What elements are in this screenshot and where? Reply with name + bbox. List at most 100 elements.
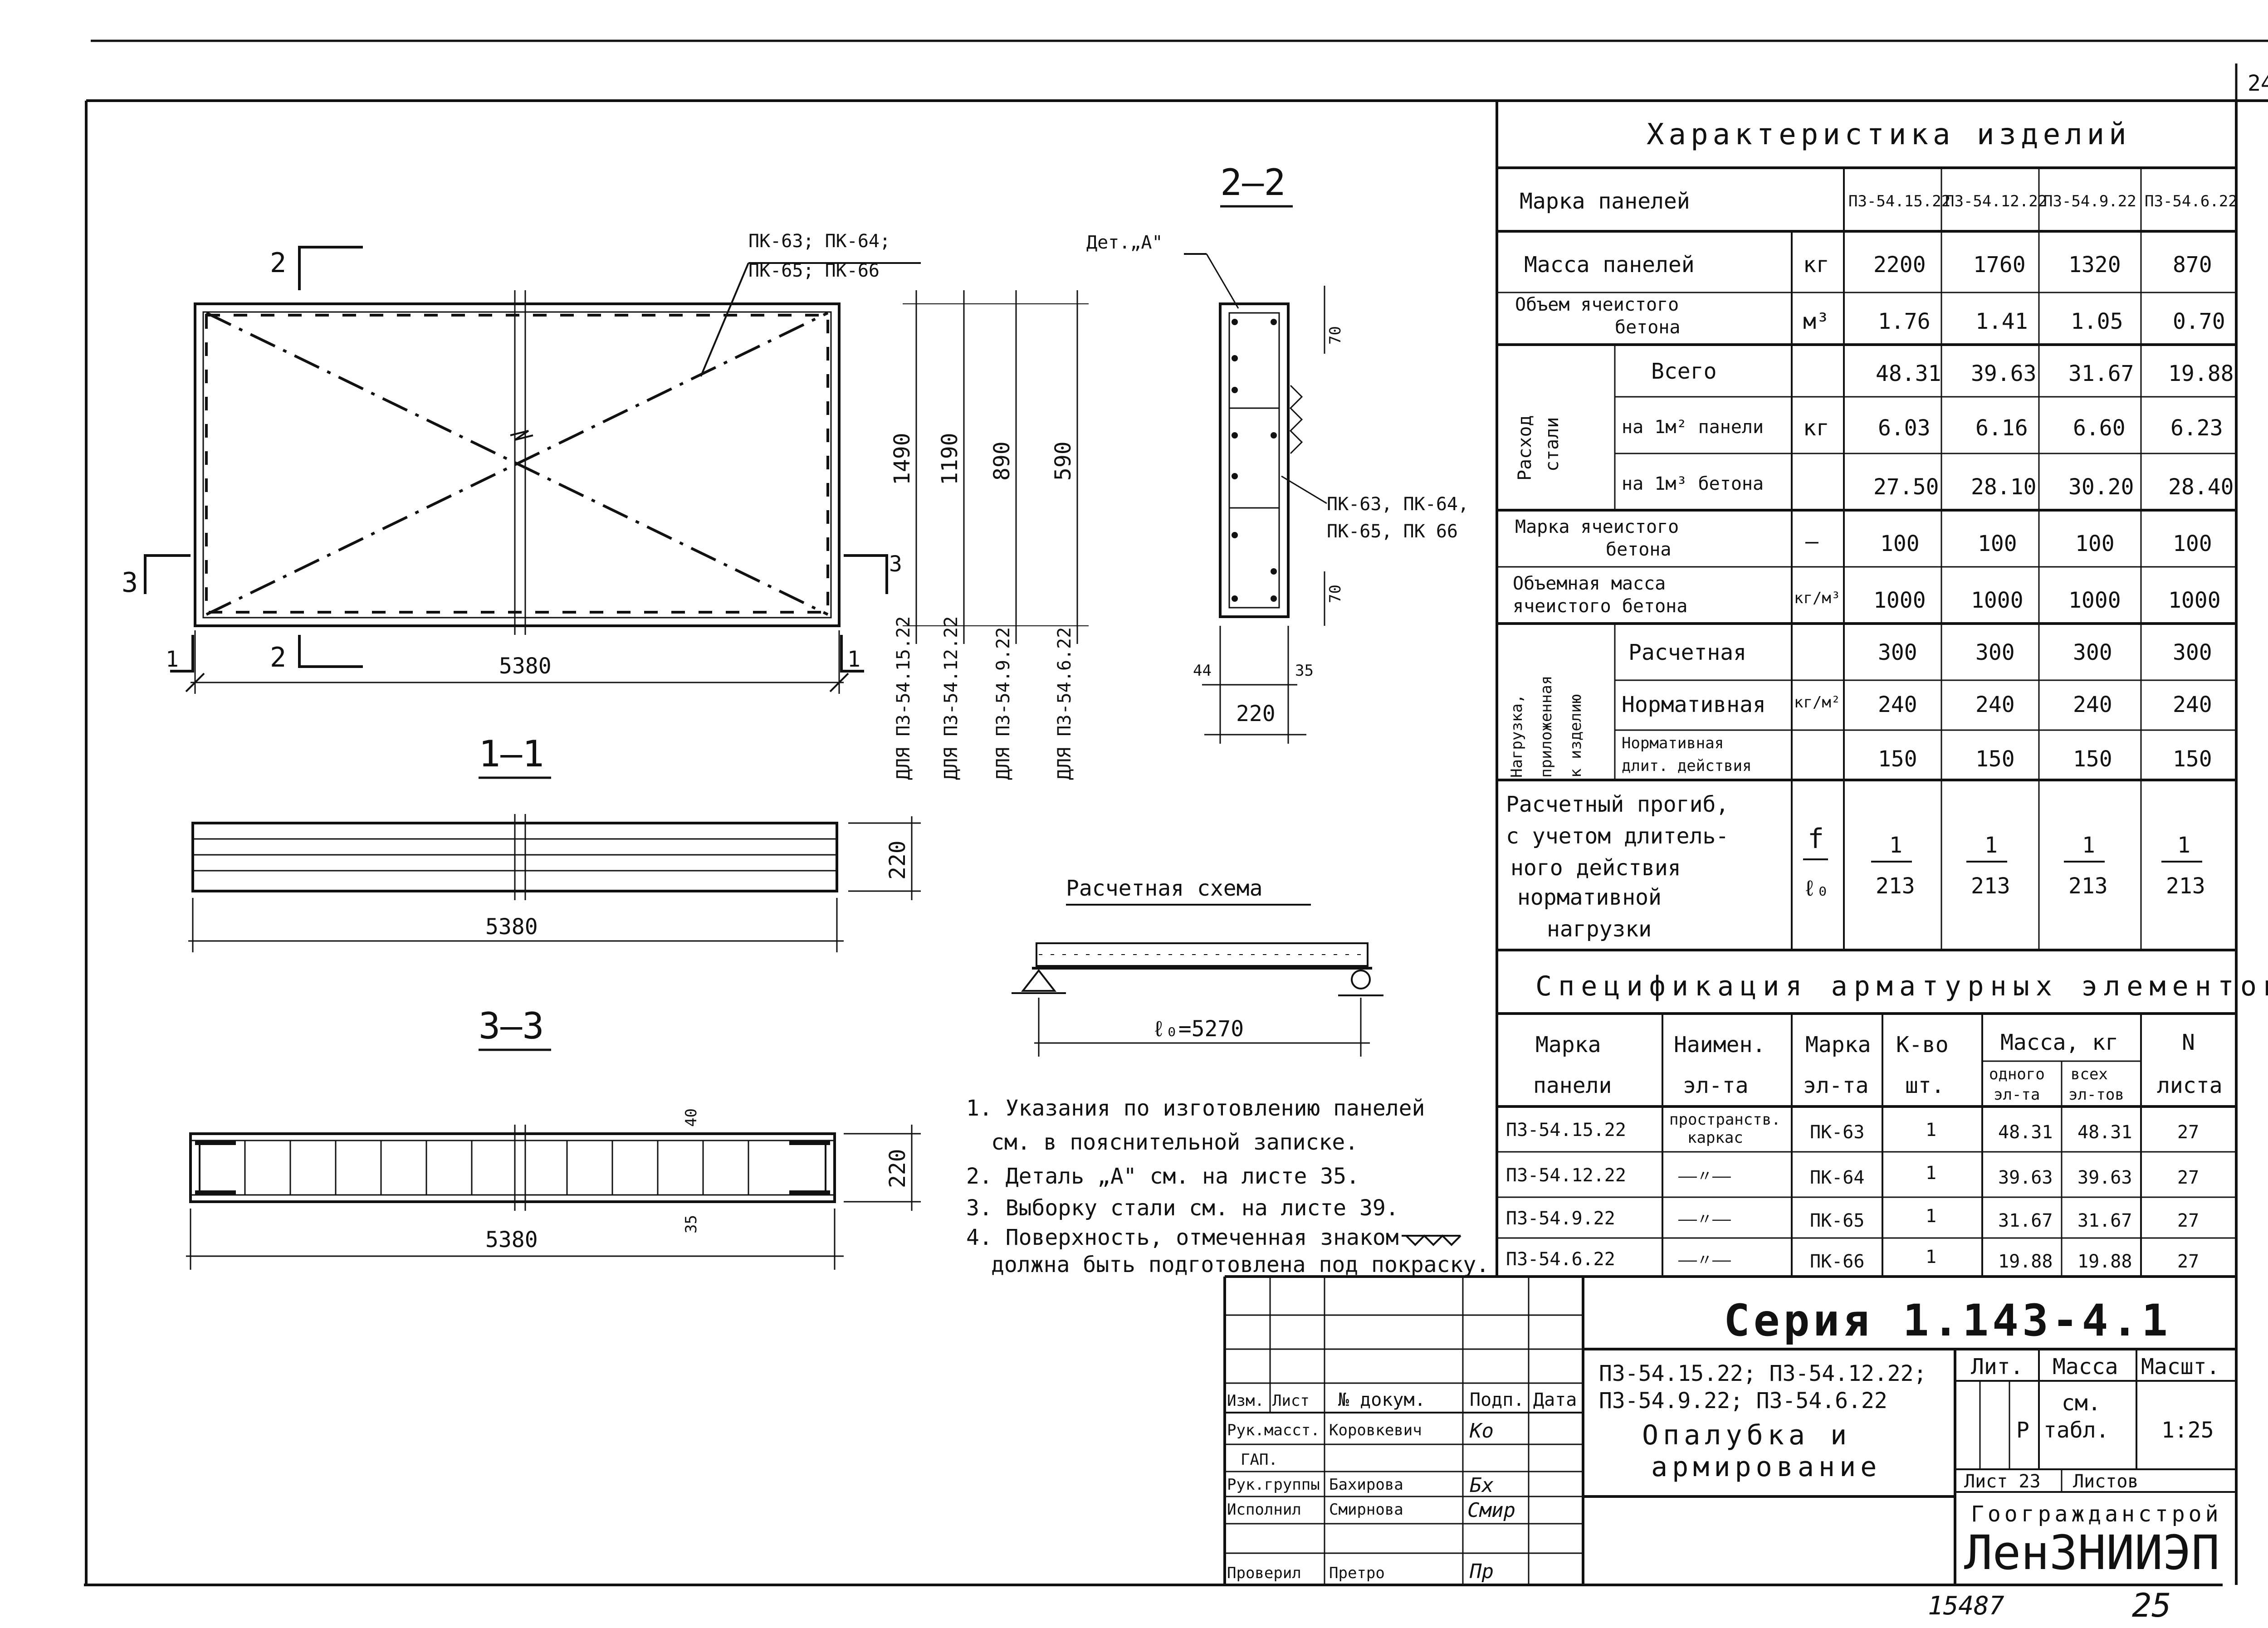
steel-m2-label: на 1м² панели bbox=[1622, 417, 1764, 438]
spec-row-mass-one: 48.31 bbox=[1998, 1122, 2053, 1143]
height-for-2: ДЛЯ ПЗ-54.12.22 bbox=[941, 616, 962, 780]
spec-row-name-1: пространств. bbox=[1669, 1111, 1781, 1129]
sec33-dim-35: 35 bbox=[682, 1215, 700, 1233]
volume-3: 1.05 bbox=[2071, 309, 2123, 334]
load-norm-1: 240 bbox=[1878, 692, 1917, 717]
sec22-dim-44: 44 bbox=[1193, 662, 1212, 680]
spec-row-sheet: 27 bbox=[2177, 1167, 2199, 1188]
density-label-2: ячеистого бетона bbox=[1513, 596, 1687, 617]
mass-2: 1760 bbox=[1973, 252, 2026, 278]
load-calc-4: 300 bbox=[2173, 640, 2212, 665]
note-line-2: см. в пояснительной записке. bbox=[991, 1130, 1358, 1155]
deflection-label-5: нагрузки bbox=[1547, 916, 1652, 942]
tb-column-headers: Изм. Лист № докум. Подп. Дата bbox=[1227, 1389, 1577, 1410]
tb-sheet-no: Лист 23 bbox=[1964, 1471, 2041, 1492]
mass-1: 2200 bbox=[1873, 252, 1926, 278]
sec11-length-dim: 5380 bbox=[485, 914, 538, 940]
concrete-mark-2: 100 bbox=[1978, 531, 2017, 556]
tb-scale-label: Масшт. bbox=[2141, 1354, 2219, 1379]
volume-4: 0.70 bbox=[2173, 309, 2225, 334]
sec22-dim-top: 70 bbox=[1326, 326, 1344, 345]
note-line-1: 1. Указания по изготовлению панелей bbox=[966, 1096, 1425, 1121]
sec22-dim-35: 35 bbox=[1295, 662, 1314, 680]
characteristics-title: Характеристика изделий bbox=[1647, 118, 2131, 151]
tb-col-list: Лист bbox=[1272, 1392, 1310, 1410]
tb-sheet-title-1: Опалубка и bbox=[1642, 1419, 1851, 1451]
tb-col-doc: № докум. bbox=[1338, 1389, 1426, 1410]
panel-mark-4: ПЗ-54.6.22 bbox=[2145, 192, 2238, 210]
page-number: 25 bbox=[2132, 1586, 2171, 1624]
concrete-mark-3: 100 bbox=[2075, 531, 2115, 556]
spec-row-mass-all: 31.67 bbox=[2077, 1210, 2132, 1231]
volume-label-2: бетона bbox=[1615, 317, 1681, 338]
tb-marks-line-2: ПЗ-54.9.22; ПЗ-54.6.22 bbox=[1599, 1388, 1887, 1414]
spec-row-element: ПК-64 bbox=[1810, 1167, 1864, 1188]
surface-mark-icon bbox=[1402, 1234, 1461, 1246]
steel-m3-1: 27.50 bbox=[1873, 474, 1939, 500]
spec-row-panel: ПЗ-54.9.22 bbox=[1506, 1208, 1615, 1229]
spec-h-qty-1: К-во bbox=[1896, 1032, 1949, 1058]
deflection-den-2: 213 bbox=[1971, 873, 2010, 899]
tb-org: Гоогражданстрой bbox=[1971, 1501, 2222, 1527]
spec-row-3: ПЗ-54.9.22 ——〃—— ПК-65 1 31.67 31.67 27 bbox=[1506, 1206, 2199, 1231]
spec-row-mass-one: 19.88 bbox=[1998, 1251, 2053, 1272]
section-2-2-drawing bbox=[1184, 253, 1327, 744]
spec-row-4: ПЗ-54.6.22 ——〃—— ПК-66 1 19.88 19.88 27 bbox=[1506, 1247, 2199, 1272]
mass-label: Масса панелей bbox=[1524, 252, 1695, 278]
density-2: 1000 bbox=[1971, 588, 2024, 613]
volume-2: 1.41 bbox=[1975, 309, 2028, 334]
tb-sign-5: Пр bbox=[1469, 1560, 1494, 1583]
tb-mass-value-2: табл. bbox=[2043, 1418, 2109, 1443]
spec-headers: Марка панели Наимен. эл-та Марка эл-та К… bbox=[1533, 1030, 2223, 1104]
panel-mark-1: ПЗ-54.15.22 bbox=[1848, 192, 1950, 210]
height-dim-890: 890 bbox=[989, 441, 1015, 481]
spec-row-qty: 1 bbox=[1926, 1163, 1936, 1184]
characteristics-table-grid bbox=[1496, 101, 2236, 1277]
note-line-3: 2. Деталь „А" см. на листе 35. bbox=[966, 1164, 1359, 1189]
detail-a-label: Дет.„А" bbox=[1086, 232, 1163, 253]
deflection-values: 1 213 1 213 1 213 1 213 bbox=[1871, 833, 2205, 899]
height-dims: 1490 1190 890 590 ДЛЯ ПЗ-54.15.22 ДЛЯ ПЗ… bbox=[890, 433, 1076, 780]
tb-role-3: Рук.группы bbox=[1227, 1476, 1320, 1494]
load-norm-3: 240 bbox=[2073, 692, 2112, 717]
tb-name-5: Претро bbox=[1329, 1564, 1385, 1582]
panel-mark-3: ПЗ-54.9.22 bbox=[2043, 192, 2136, 210]
tb-sign-1: Ко bbox=[1469, 1419, 1494, 1443]
spec-table-grid bbox=[1497, 1012, 2236, 1278]
spec-row-element: ПК-66 bbox=[1810, 1251, 1864, 1272]
tb-sheet-title-2: армирование bbox=[1651, 1451, 1881, 1483]
deflection-den-4: 213 bbox=[2166, 873, 2205, 899]
deflection-num-2: 1 bbox=[1984, 833, 1998, 858]
sheet-frame bbox=[84, 39, 2268, 1586]
deflection-unit-bottom: ℓ₀ bbox=[1803, 876, 1829, 901]
section-mark-1-left: 1 bbox=[166, 647, 179, 672]
tb-signatures: Рук.масст. Коровкевич Ко ГАП. Рук.группы… bbox=[1227, 1419, 1515, 1583]
steel-m2-3: 6.60 bbox=[2073, 415, 2126, 441]
deflection-label-4: нормативной bbox=[1517, 885, 1662, 910]
frame-label-right-1: ПК-63, ПК-64, bbox=[1327, 494, 1469, 515]
sec22-dim-220: 220 bbox=[1236, 701, 1276, 726]
tb-sheets-label: Листов bbox=[2073, 1471, 2139, 1492]
deflection-unit-top: f bbox=[1808, 823, 1824, 855]
spec-h-mass-all-2: эл-тов bbox=[2068, 1086, 2124, 1104]
section-mark-2-bottom: 2 bbox=[270, 642, 286, 673]
tb-mass-value-1: см. bbox=[2062, 1390, 2101, 1416]
load-long-1: 150 bbox=[1878, 746, 1917, 772]
series-title: Серия 1.143-4.1 bbox=[1724, 1295, 2171, 1346]
load-unit: кг/м² bbox=[1794, 693, 1840, 712]
load-long-label-2: длит. действия bbox=[1622, 757, 1752, 775]
mass-4: 870 bbox=[2173, 252, 2212, 278]
note-line-6: должна быть подготовлена под покраску. bbox=[991, 1252, 1489, 1277]
height-dim-1190: 1190 bbox=[937, 433, 963, 485]
steel-group-2: стали bbox=[1542, 417, 1563, 472]
tb-marks-line-1: ПЗ-54.15.22; ПЗ-54.12.22; bbox=[1599, 1361, 1926, 1386]
spec-row-element: ПК-65 bbox=[1810, 1210, 1864, 1231]
concrete-mark-label-1: Марка ячеистого bbox=[1515, 517, 1679, 537]
load-long-label-1: Нормативная bbox=[1622, 734, 1724, 752]
spec-row-mass-one: 31.67 bbox=[1998, 1210, 2053, 1231]
deflection-num-4: 1 bbox=[2177, 833, 2190, 858]
deflection-label-3: ного действия bbox=[1510, 855, 1681, 881]
section-2-2-title: 2–2 bbox=[1220, 161, 1286, 204]
steel-total-3: 31.67 bbox=[2068, 361, 2134, 386]
deflection-den-3: 213 bbox=[2068, 873, 2108, 899]
